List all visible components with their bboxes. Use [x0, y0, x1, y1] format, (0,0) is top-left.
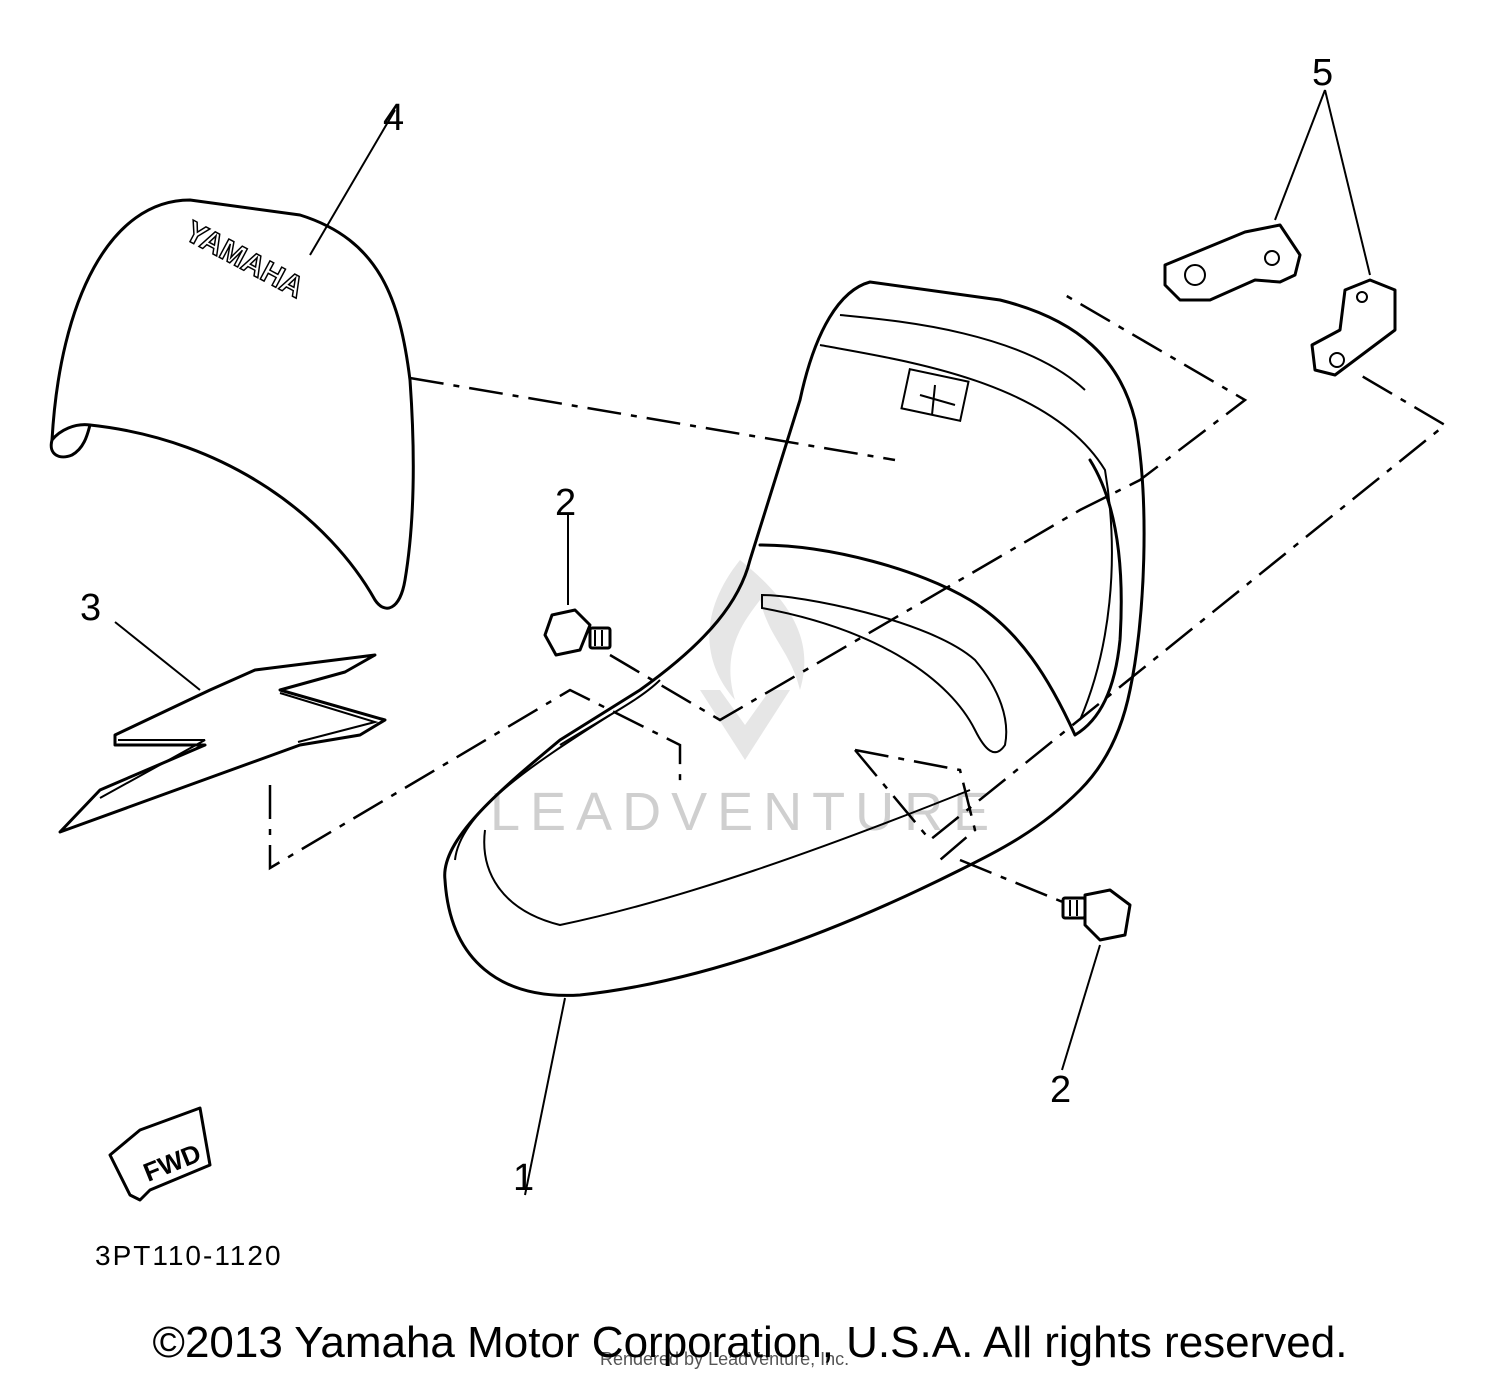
watermark-small: Rendered by LeadVenture, Inc.: [600, 1349, 849, 1369]
fwd-arrow-icon: FWD: [108, 1106, 212, 1202]
cover-logo: YAMAHA: [180, 215, 309, 305]
callout-2-upper: 2: [555, 482, 576, 524]
seat-part-1: [443, 280, 1146, 997]
bracket-left-part-5: [1163, 223, 1302, 302]
callout-5: 5: [1312, 52, 1333, 94]
assembly-line-5b: [854, 373, 1448, 842]
assembly-line-3: [268, 688, 682, 871]
callout-1: 1: [513, 1157, 534, 1199]
cover-graphic-part-4: YAMAHA: [49, 198, 415, 610]
bracket-right-part-5: [1310, 278, 1397, 377]
leader-4: [309, 109, 396, 256]
assembly-line-2b: [959, 858, 1071, 907]
callout-4: 4: [383, 97, 404, 139]
leader-5b: [1324, 89, 1371, 276]
hidden-mount: [854, 748, 977, 861]
bolt-upper-part-2: [543, 608, 612, 657]
leader-2-lower: [1061, 944, 1101, 1071]
leader-1: [524, 997, 566, 1196]
leader-3: [114, 621, 201, 691]
lightning-graphic-part-3: [58, 653, 387, 834]
assembly-line-4: [409, 376, 896, 462]
callout-3: 3: [80, 587, 101, 629]
bolt-lower-part-2: [1061, 888, 1132, 942]
assembly-line-5a: [609, 293, 1248, 722]
callout-2-lower: 2: [1050, 1069, 1071, 1111]
diagram-code: 3PT110-1120: [95, 1240, 283, 1271]
copyright-notice: ©2013 Yamaha Motor Corporation, U.S.A. A…: [152, 1318, 1348, 1367]
leader-5a: [1274, 89, 1326, 221]
